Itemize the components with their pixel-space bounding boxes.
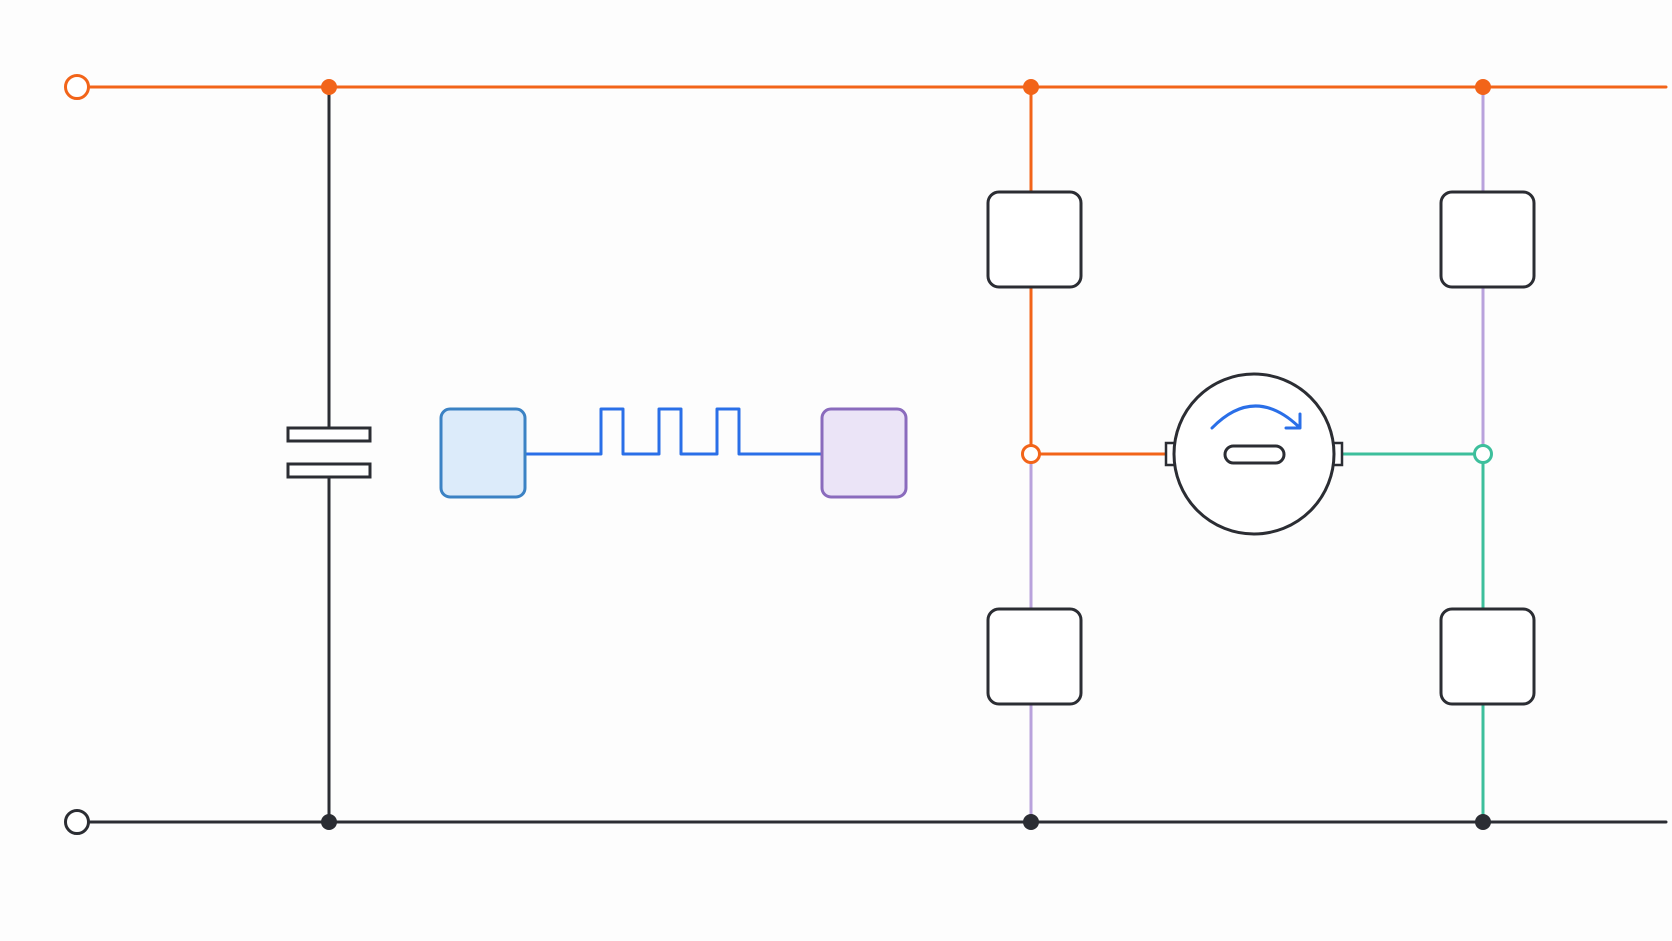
junction-ground-left: [1023, 814, 1039, 830]
junction-ground-right: [1475, 814, 1491, 830]
rotation-arrow-icon: [1210, 404, 1300, 430]
switch-high-right: [1439, 190, 1536, 289]
capacitor-plate-bottom: [286, 462, 372, 479]
junction-supply-left: [1023, 79, 1039, 95]
nodes: [64, 74, 1493, 835]
capacitor-icon: [286, 426, 372, 479]
switch-high-left: [986, 190, 1083, 289]
pwm-square-wave-icon: [523, 407, 824, 456]
h-bridge-switches: [986, 190, 1536, 706]
junction-supply-capacitor: [321, 79, 337, 95]
controller-block: [439, 407, 527, 499]
midpoint-left: [1021, 444, 1041, 464]
motor-icon: [1164, 372, 1344, 536]
wires: [82, 85, 1668, 824]
ground-terminal: [64, 809, 90, 835]
midpoint-right: [1473, 444, 1493, 464]
junction-ground-capacitor: [321, 814, 337, 830]
capacitor-plate-top: [286, 426, 372, 443]
switch-low-right: [1439, 607, 1536, 706]
junction-supply-right: [1475, 79, 1491, 95]
rotation-arrowhead-icon: [1284, 412, 1302, 430]
motor-shaft-slot: [1223, 444, 1286, 465]
driver-block: [820, 407, 908, 499]
supply-terminal: [64, 74, 90, 100]
switch-low-left: [986, 607, 1083, 706]
